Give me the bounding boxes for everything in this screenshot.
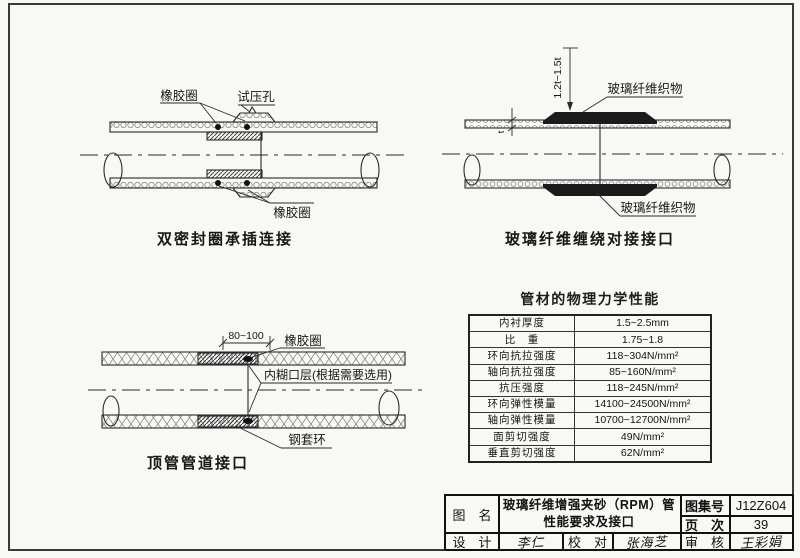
property-value: 62N/mm² bbox=[574, 444, 712, 463]
atlas-no-value: J12Z604 bbox=[735, 498, 787, 513]
diagram-jacking-pipe-joint: 80~100 橡胶圈 内糊口层(根据需要选用) 钢套环 顶管管道接口 bbox=[88, 330, 426, 472]
pipe-end-left bbox=[463, 154, 481, 186]
liner-layer-label: 内糊口层(根据需要选用) bbox=[264, 367, 392, 382]
jacking-joint-caption: 顶管管道接口 bbox=[147, 454, 249, 472]
sleeve-band-top bbox=[206, 131, 263, 141]
leader-lines bbox=[582, 96, 696, 217]
rubber-ring-label: 橡胶圈 bbox=[284, 333, 322, 348]
dimension-thickness bbox=[507, 108, 517, 136]
reviewer-label: 审 核 bbox=[684, 534, 724, 550]
wall-thickness-label: t bbox=[496, 130, 506, 133]
test-hole-label: 试压孔 bbox=[237, 89, 275, 104]
leader-lines bbox=[235, 347, 392, 449]
fiber-fabric-bottom-label: 玻璃纤维织物 bbox=[620, 201, 695, 215]
pipe-end-right bbox=[378, 390, 400, 426]
property-label: 垂直剪切强度 bbox=[468, 444, 575, 463]
pipe-body bbox=[442, 113, 783, 195]
title-block-line bbox=[680, 515, 792, 517]
steel-sleeve-top bbox=[197, 352, 259, 365]
wrap-joint-caption: 玻璃纤维缠绕对接接口 bbox=[505, 230, 675, 248]
drawing-name-line1: 玻璃纤维增强夹砂（RPM）管 bbox=[502, 498, 676, 513]
property-value: 49N/mm² bbox=[574, 428, 712, 446]
sleeve-band-bottom bbox=[206, 169, 263, 179]
property-value: 1.75~1.8 bbox=[574, 331, 712, 349]
designer-label: 设 计 bbox=[452, 534, 492, 550]
property-value: 10700~12700N/mm² bbox=[574, 412, 712, 430]
page-no-label: 页 次 bbox=[684, 517, 724, 533]
atlas-no-label: 图集号 bbox=[684, 499, 724, 514]
title-block-line bbox=[680, 496, 682, 549]
properties-table-title: 管材的物理力学性能 bbox=[520, 291, 660, 307]
property-label: 比 重 bbox=[468, 331, 575, 349]
page-no-value: 39 bbox=[753, 516, 769, 532]
property-value: 1.5~2.5mm bbox=[574, 314, 712, 333]
property-value: 118~304N/mm² bbox=[574, 347, 712, 365]
property-label: 抗压强度 bbox=[468, 379, 575, 397]
dimension-vertical bbox=[563, 47, 578, 111]
reviewer-signature: 王彩娟 bbox=[739, 533, 783, 551]
title-block-line bbox=[498, 496, 500, 549]
pipe-end-left bbox=[102, 395, 120, 427]
diagram-fiberglass-wrap-joint: 1.2t~1.5t t 玻璃纤维织物 玻璃纤维织物 玻璃纤维缠绕对接接口 bbox=[442, 47, 783, 248]
pipe-end-right bbox=[713, 154, 731, 186]
bell-hump-bottom bbox=[231, 187, 277, 198]
drawing-name-label: 图 名 bbox=[452, 507, 492, 523]
rubber-ring-bottom-label: 橡胶圈 bbox=[273, 205, 311, 220]
checker-signature: 张海芝 bbox=[625, 533, 668, 551]
property-value: 118~245N/mm² bbox=[574, 379, 712, 397]
fiber-fabric-top-label: 玻璃纤维织物 bbox=[607, 82, 682, 96]
steel-sleeve-label: 钢套环 bbox=[288, 432, 326, 447]
pipe-end-right bbox=[360, 152, 380, 188]
rubber-rings bbox=[243, 356, 253, 424]
rubber-rings bbox=[215, 124, 250, 186]
test-hole-notch bbox=[248, 105, 257, 114]
leader-lines bbox=[160, 102, 314, 204]
title-block-line bbox=[562, 532, 564, 549]
wrap-thickness-dim-label: 1.2t~1.5t bbox=[552, 57, 564, 98]
drawing-name-line2: 性能要求及接口 bbox=[543, 515, 635, 529]
diagram-double-seal-socket-joint: 橡胶圈 试压孔 橡胶圈 双密封圈承插连接 bbox=[80, 88, 408, 248]
dimension-80-100 bbox=[218, 336, 275, 350]
pipe-body bbox=[80, 105, 408, 198]
property-label: 轴向弹性模量 bbox=[468, 412, 575, 430]
pipe-end-left bbox=[103, 152, 123, 188]
property-label: 内衬厚度 bbox=[468, 314, 575, 333]
joint-width-dim-label: 80~100 bbox=[228, 330, 263, 342]
property-value: 85~160N/mm² bbox=[574, 363, 712, 381]
title-block-line bbox=[612, 532, 614, 549]
property-label: 轴向抗拉强度 bbox=[468, 363, 575, 381]
title-block: 图 名 玻璃纤维增强夹砂（RPM）管 性能要求及接口 图集号 J12Z604 页… bbox=[444, 494, 794, 551]
property-label: 面剪切强度 bbox=[468, 428, 575, 446]
property-label: 环向抗拉强度 bbox=[468, 347, 575, 365]
title-block-line bbox=[729, 496, 731, 549]
property-value: 14100~24500N/mm² bbox=[574, 395, 712, 414]
socket-joint-caption: 双密封圈承插连接 bbox=[157, 230, 293, 248]
property-label: 环向弹性模量 bbox=[468, 395, 575, 414]
bell-hump-top bbox=[231, 112, 277, 123]
steel-sleeve-bottom bbox=[197, 415, 259, 428]
sheet-border bbox=[8, 3, 794, 551]
fiber-wraps bbox=[543, 112, 657, 196]
checker-label: 校 对 bbox=[567, 534, 607, 550]
designer-signature: 李仁 bbox=[516, 533, 545, 551]
title-block-line bbox=[446, 532, 792, 534]
drawing-name: 玻璃纤维增强夹砂（RPM）管 性能要求及接口 bbox=[499, 496, 679, 532]
rubber-ring-top-label: 橡胶圈 bbox=[160, 88, 198, 103]
pipe-body bbox=[88, 351, 426, 429]
